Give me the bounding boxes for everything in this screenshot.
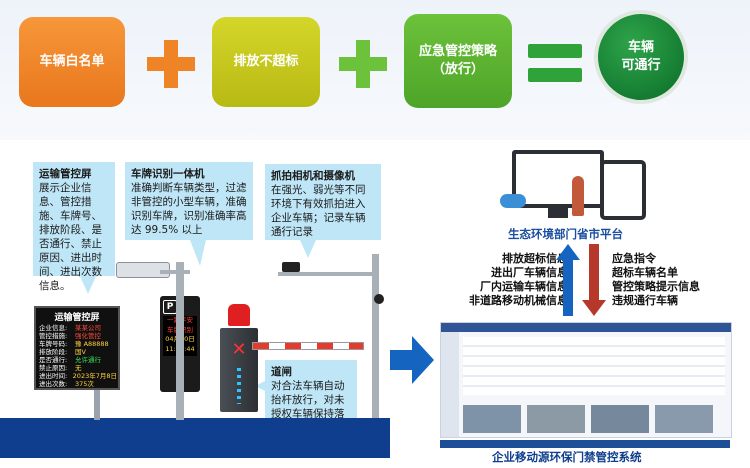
whitelist-box: 车辆白名单 [19,17,125,107]
equals-icon [528,44,582,58]
screen-row-label: 是否通行: [39,356,68,364]
emergency-label-line1: 应急管控策略 [418,44,497,59]
plate-pole [176,262,184,420]
system-content-rows [463,337,725,395]
callout-control-screen: 运输管控屏 展示企业信息、管控措施、车牌号、排放阶段、是否通行、禁止原因、进出时… [33,162,115,292]
screen-row: 车牌号码: 豫 A88888 [39,340,117,348]
barrier-arm [252,342,364,350]
screen-row-value: 2023年7月8日 [72,372,117,380]
callout-pointer [80,276,96,294]
emergency-box: 应急管控策略 （放行） [404,14,512,108]
tablet-icon [600,160,646,220]
camera-pole-arm [278,272,378,276]
capture-camera-icon [374,294,384,304]
screen-row-value: 允许通行 [75,356,101,364]
person-icon [572,176,584,216]
indicator-lights [237,368,241,404]
screen-row-label: 禁止原因: [39,364,68,372]
system-screenshot [440,322,732,438]
screen-row-value: 375次 [75,380,94,388]
camera-arm [160,270,190,274]
screen-row-label: 排放阶段: [39,348,68,356]
capture-camera-icon [282,262,300,272]
screen-row: 企业信息: 某某公司 [39,324,117,332]
camera-pole [372,254,379,418]
callout-title: 运输管控屏 [39,168,92,180]
screen-row-label: 企业信息: [39,324,68,332]
system-thumbnail [591,405,649,433]
callout-body: 在强光、弱光等不同环境下有效抓拍进入企业车辆；记录车辆通行记录 [271,184,366,238]
screen-row: 管控措施: 强化管控 [39,332,117,340]
callout-title: 抓拍相机和摄像机 [271,170,355,182]
screen-row-value: 豫 A88888 [75,340,109,348]
system-label: 企业移动源环保门禁管控系统 [492,450,642,464]
flow-arrow-icon [390,336,434,384]
info-item: 非道路移动机械信息 [469,294,568,307]
barrier-cabinet: ✕ [220,328,258,412]
emergency-label-line2: （放行） [431,62,484,77]
emission-box: 排放不超标 [212,17,320,107]
down-info-list: 应急指令超标车辆名单管控策略提示信息违规通行车辆 [612,252,742,308]
callout-pointer [190,240,206,266]
equals-icon [528,68,582,82]
screen-row-label: 管控措施: [39,332,68,340]
whitelist-label: 车辆白名单 [39,54,105,69]
screen-row-label: 进出次数: [39,380,68,388]
screen-row-value: 国V [75,348,86,356]
p-icon: P [163,300,177,314]
info-item: 排放超标信息 [502,252,568,265]
info-item: 管控策略提示信息 [612,280,700,293]
screen-pole [94,390,100,420]
monitor-stand [548,208,568,218]
callout-camera: 抓拍相机和摄像机 在强光、弱光等不同环境下有效抓拍进入企业车辆；记录车辆通行记录 [265,164,381,240]
callout-title: 道闸 [271,366,292,378]
stop-icon: ✕ [231,339,247,360]
result-label-line2: 可通行 [621,58,661,73]
system-thumbnail [527,405,585,433]
plus-icon [339,40,387,88]
callout-title: 车牌识别一体机 [131,168,205,180]
callout-pointer [300,240,316,258]
screen-row-value: 强化管控 [75,332,101,340]
cloud-icon [500,194,526,208]
screen-row-value: 某某公司 [75,324,101,332]
info-item: 违规通行车辆 [612,294,678,307]
screen-row: 是否通行: 允许通行 [39,356,117,364]
screen-row-label: 车牌号码: [39,340,68,348]
ground-base [0,418,390,458]
plus-icon [147,40,195,88]
emission-label: 排放不超标 [233,54,299,69]
screen-row-label: 进出时间: [39,372,68,380]
result-circle: 车辆 可通行 [598,14,684,100]
platform-devices [500,146,650,226]
info-item: 超标车辆名单 [612,266,678,279]
up-arrow-icon [556,244,580,316]
callout-body: 展示企业信息、管控措施、车牌号、排放阶段、是否通行、禁止原因、进出时间、进出次数… [39,182,102,292]
warning-light-icon [228,304,250,326]
screen-title: 运输管控屏 [54,313,100,323]
system-thumbnail [463,405,521,433]
callout-body: 准确判断车辆类型，过滤非管控的小型车辆，准确识别车牌，识别准确率高达 99.5%… [131,182,247,236]
system-header [441,323,731,332]
system-sidebar [441,332,459,437]
screen-row: 进出次数: 375次 [39,380,117,388]
screen-row: 进出时间: 2023年7月8日 [39,372,117,380]
screen-row: 禁止原因: 无 [39,364,117,372]
info-item: 厂内运输车辆信息 [480,280,568,293]
info-item: 应急指令 [612,252,656,265]
callout-plate-recognition: 车牌识别一体机 准确判断车辆类型，过滤非管控的小型车辆，准确识别车牌，识别准确率… [125,162,253,240]
system-thumbnail [655,405,713,433]
down-arrow-icon [582,244,606,316]
screen-row-value: 无 [75,364,82,372]
callout-pointer [255,380,267,392]
up-info-list: 排放超标信息进出厂车辆信息厂内运输车辆信息非道路移动机械信息 [440,252,568,308]
screen-row: 排放阶段: 国V [39,348,117,356]
system-platform-base [440,440,730,448]
info-item: 进出厂车辆信息 [491,266,568,279]
result-label-line1: 车辆 [627,40,654,55]
platform-label: 生态环境部门省市平台 [508,227,623,241]
